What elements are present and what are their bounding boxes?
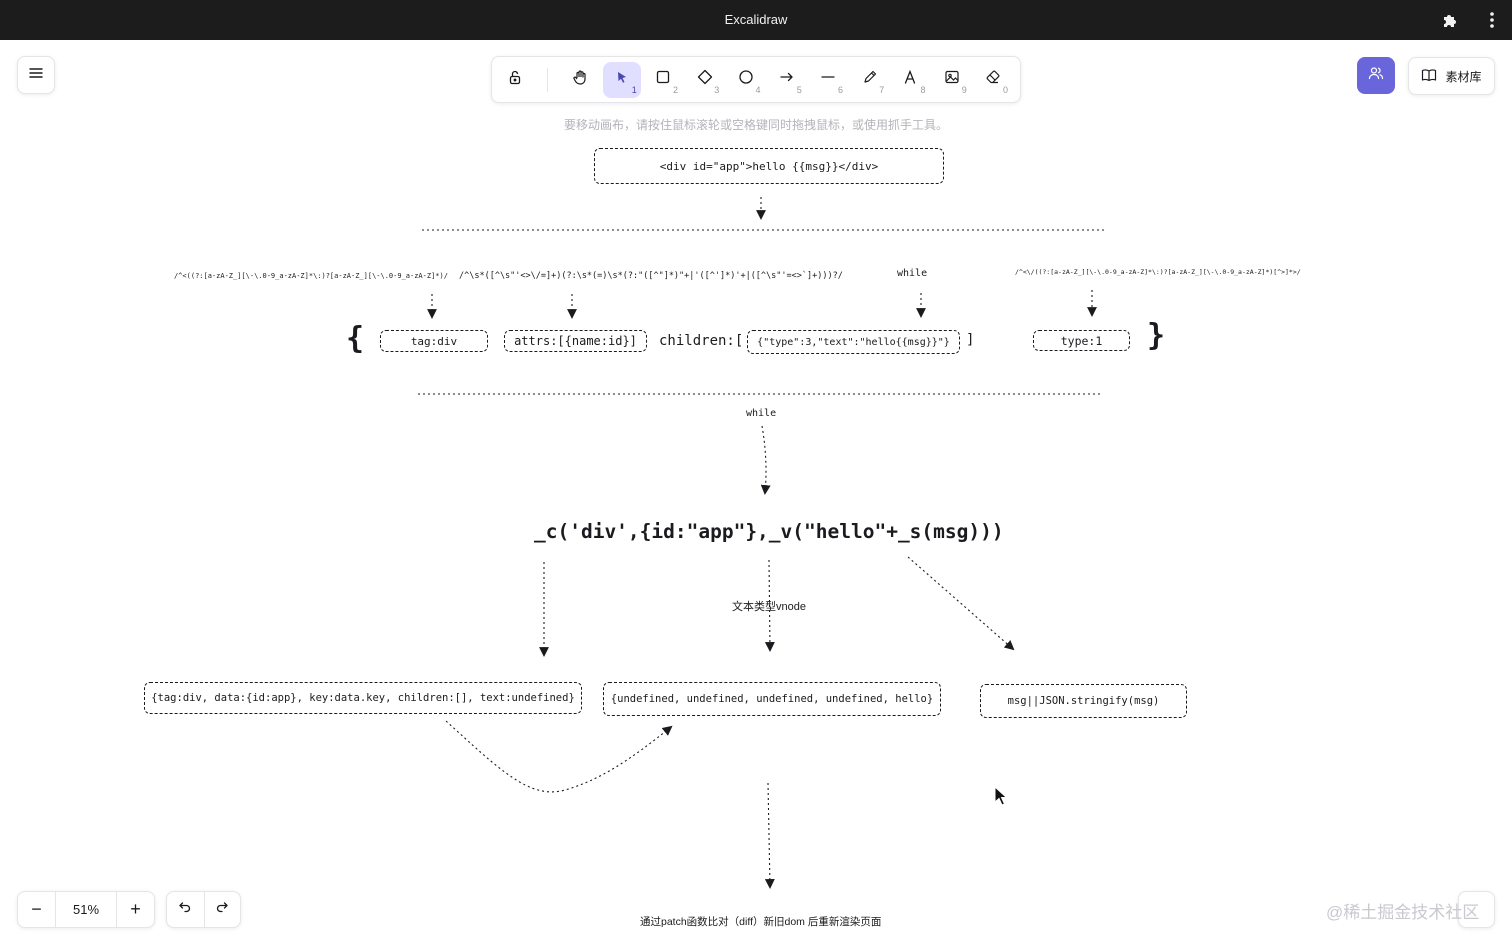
title-bar: Excalidraw: [0, 0, 1512, 40]
while-upper-text[interactable]: while: [897, 268, 928, 279]
patch-label[interactable]: 通过patch函数比对（diff）新旧dom 后重新渲染页面: [640, 916, 882, 928]
zoom-out-button[interactable]: −: [31, 899, 42, 919]
stringify-box[interactable]: msg||JSON.stringify(msg): [980, 684, 1187, 718]
tool-diamond[interactable]: 3: [686, 62, 723, 98]
tool-lock[interactable]: [496, 62, 533, 98]
users-icon: [1368, 65, 1384, 86]
tool-key-4: 4: [755, 84, 761, 95]
tool-key-8: 8: [920, 84, 926, 95]
tool-eraser[interactable]: 0: [975, 62, 1012, 98]
render-code-text[interactable]: _c('div',{id:"app"},_v("hello"+_s(msg))): [534, 520, 1004, 543]
tool-key-0: 0: [1002, 84, 1008, 95]
text-vnode-box[interactable]: {undefined, undefined, undefined, undefi…: [603, 682, 941, 716]
collaborate-button[interactable]: [1357, 57, 1395, 94]
tag-box[interactable]: tag:div: [380, 330, 488, 352]
tool-hand[interactable]: [562, 62, 599, 98]
type-box[interactable]: type:1: [1033, 330, 1130, 351]
zoom-in-button[interactable]: +: [130, 899, 141, 919]
tool-key-9: 9: [961, 84, 967, 95]
app-title: Excalidraw: [724, 12, 788, 27]
diamond-icon: [697, 69, 713, 90]
tool-key-6: 6: [837, 84, 843, 95]
canvas-hint: 要移动画布，请按住鼠标滚轮或空格键同时拖拽鼠标，或使用抓手工具。: [563, 118, 948, 132]
tool-text[interactable]: 8: [892, 62, 929, 98]
arrow-to-patch: [764, 782, 775, 889]
eraser-icon: [985, 69, 1001, 90]
shapes-toolbar: 1 2 3 4 5 6 7: [491, 56, 1021, 103]
tool-arrow[interactable]: 5: [768, 62, 805, 98]
mouse-cursor-icon: [994, 785, 1008, 811]
vnode-box[interactable]: {tag:div, data:{id:app}, key:data.key, c…: [144, 682, 582, 714]
lock-icon: [507, 69, 523, 90]
tool-key-7: 7: [879, 84, 885, 95]
bracket-close[interactable]: ]: [966, 332, 975, 348]
toolbar-divider: [547, 67, 549, 92]
regex-end-text[interactable]: /^<\/((?:[a-zA-Z_][\-\.0-9_a-zA-Z]*\:)?[…: [1015, 268, 1301, 276]
tool-ellipse[interactable]: 4: [727, 62, 764, 98]
tool-key-2: 2: [672, 84, 678, 95]
regex-tag-text[interactable]: /^<((?:[a-zA-Z_][\-\.0-9_a-zA-Z]*\:)?[a-…: [174, 272, 448, 280]
tool-image[interactable]: 9: [933, 62, 970, 98]
zoom-controls: − 51% +: [17, 891, 155, 928]
brace-open[interactable]: {: [346, 321, 365, 356]
kebab-icon[interactable]: [1484, 10, 1500, 30]
text-icon: [903, 69, 919, 90]
redo-button[interactable]: [203, 891, 241, 928]
undo-button[interactable]: [167, 891, 204, 928]
hamburger-icon: [29, 66, 43, 84]
arrow-to-text-vnode: [764, 559, 775, 652]
brace-close[interactable]: }: [1147, 318, 1166, 353]
text-vnode-label[interactable]: 文本类型vnode: [732, 601, 806, 613]
arrow-while-lower: [760, 425, 771, 495]
line-icon: [820, 69, 836, 90]
children-label[interactable]: children:[: [659, 333, 744, 349]
attrs-box[interactable]: attrs:[{name:id}]: [504, 330, 647, 352]
pointer-icon: [614, 69, 630, 90]
library-button[interactable]: 素材库: [1408, 57, 1495, 95]
hand-icon: [572, 69, 589, 91]
tool-key-1: 1: [631, 84, 637, 95]
library-label: 素材库: [1445, 69, 1482, 84]
zoom-level[interactable]: 51%: [55, 891, 117, 928]
arrow-icon: [779, 69, 795, 90]
tool-key-3: 3: [714, 84, 720, 95]
while-lower-text[interactable]: while: [746, 408, 777, 419]
redo-icon: [215, 900, 229, 919]
pencil-icon: [862, 69, 878, 90]
rectangle-icon: [655, 69, 671, 90]
history-controls: [166, 891, 241, 928]
regex-attr-text[interactable]: /^\s*([^\s"'<>\/=]+)(?:\s*(=)\s*(?:"([^"…: [459, 271, 843, 281]
children-box[interactable]: {"type":3,"text":"hello{{msg}}"}: [747, 330, 960, 354]
ellipse-icon: [738, 69, 754, 90]
tool-line[interactable]: 6: [810, 62, 847, 98]
tool-draw[interactable]: 7: [851, 62, 888, 98]
arrow-to-stringify: [907, 556, 1015, 651]
tool-key-5: 5: [796, 84, 802, 95]
curved-arrow-vnode-to-text: [445, 720, 673, 793]
help-button[interactable]: [1458, 891, 1495, 928]
tool-rectangle[interactable]: 2: [645, 62, 682, 98]
book-icon: [1421, 68, 1437, 85]
watermark: @稀土掘金技术社区: [1326, 903, 1480, 922]
tool-selection[interactable]: 1: [603, 61, 641, 98]
puzzle-icon[interactable]: [1440, 10, 1460, 30]
undo-icon: [178, 900, 192, 919]
image-icon: [944, 69, 960, 90]
main-menu-button[interactable]: [17, 56, 55, 94]
template-box[interactable]: <div id="app">hello {{msg}}</div>: [594, 148, 944, 184]
